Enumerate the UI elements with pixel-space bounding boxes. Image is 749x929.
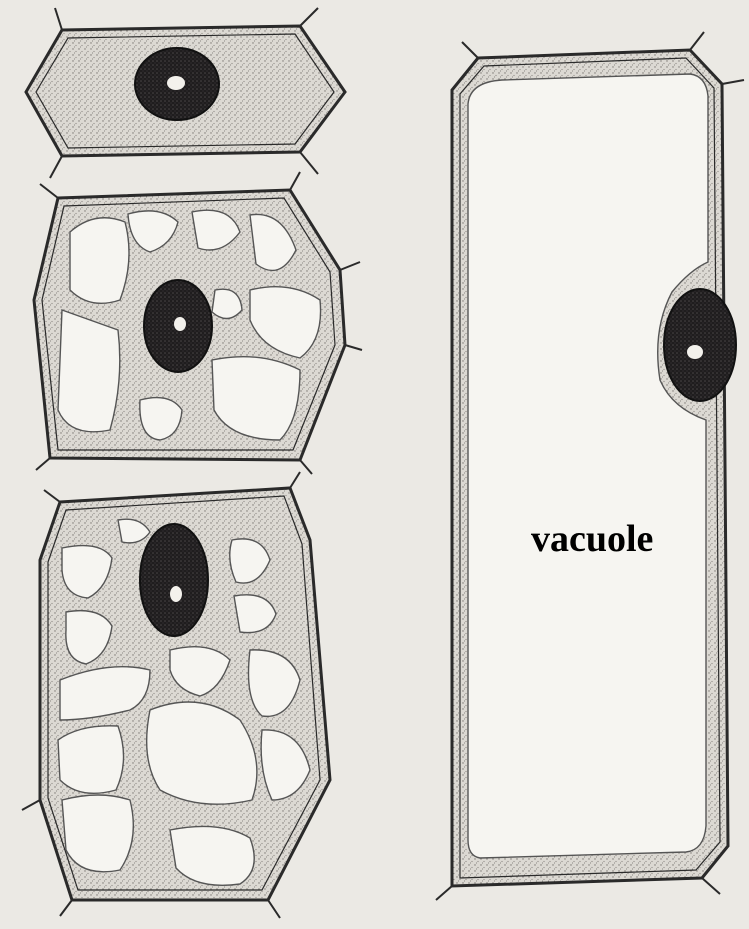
nucleus	[140, 524, 208, 636]
vacuole-label: vacuole	[531, 520, 653, 558]
cell-mature	[436, 32, 744, 900]
nucleus	[664, 289, 736, 401]
nucleolus	[167, 76, 185, 90]
cell-small-vacuoles	[34, 172, 362, 474]
cell-many-vacuoles	[22, 472, 330, 918]
nucleolus	[687, 345, 703, 359]
nucleolus	[174, 317, 186, 331]
cell-young	[26, 8, 345, 178]
nucleolus	[170, 586, 182, 602]
central-vacuole	[468, 74, 708, 858]
